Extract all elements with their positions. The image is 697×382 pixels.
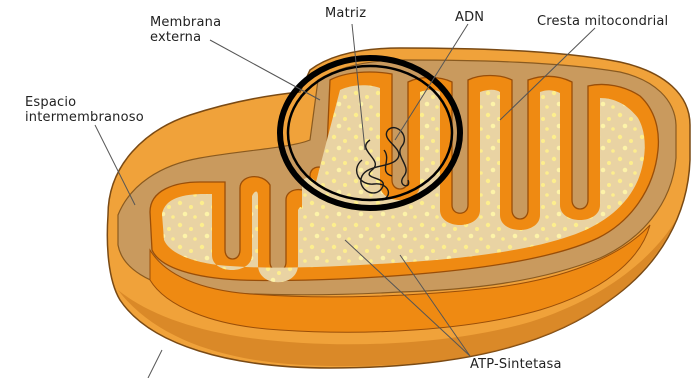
label-membrana-externa: Membrana externa [150,15,221,45]
label-matriz: Matriz [325,6,366,21]
label-atp-sintetasa: ATP-Sintetasa [470,357,562,372]
label-adn: ADN [455,10,484,25]
label-cresta-mitocondrial: Cresta mitocondrial [537,14,668,29]
label-espacio-intermembranoso: Espacio intermembranoso [25,95,144,125]
